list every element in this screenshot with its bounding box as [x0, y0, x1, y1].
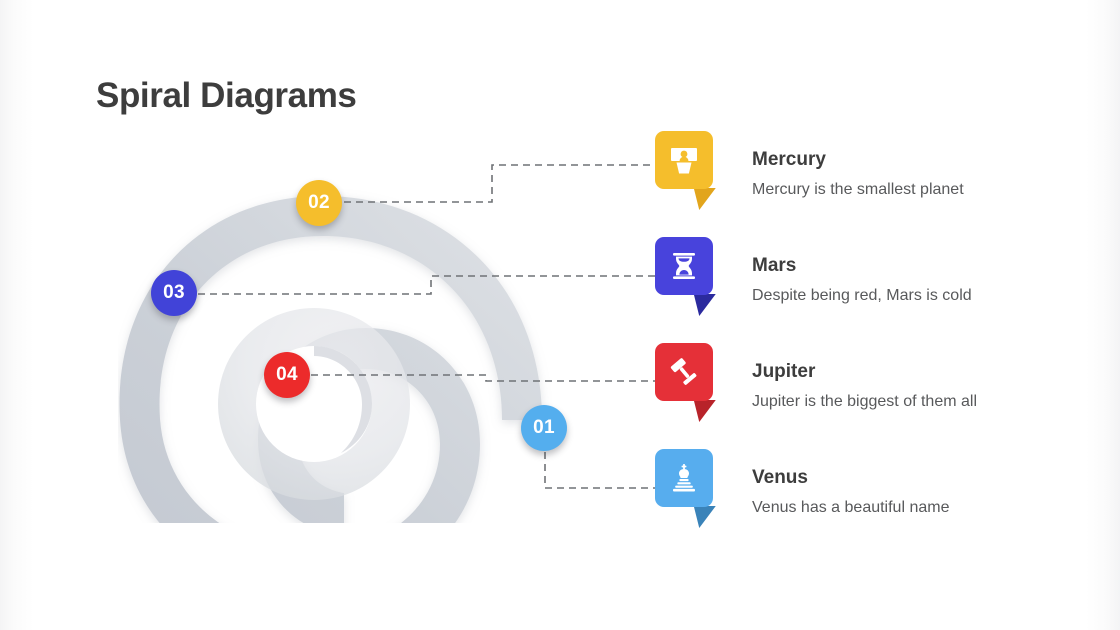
spiral-badge-01[interactable]: 01	[521, 405, 567, 451]
spiral-graphic	[118, 168, 568, 523]
spiral-badge-02-label: 02	[308, 192, 330, 213]
item-title-jupiter: Jupiter	[752, 361, 816, 382]
spiral-inner-curl	[218, 308, 410, 500]
item-desc-mercury: Mercury is the smallest planet	[752, 181, 964, 198]
item-desc-mars: Despite being red, Mars is cold	[752, 287, 972, 304]
mars-bubble-tail	[688, 294, 716, 316]
gavel-icon[interactable]	[655, 343, 713, 401]
list-item-venus[interactable]: Venus Venus has a beautiful name	[655, 449, 1075, 545]
page-title: Spiral Diagrams	[96, 76, 357, 115]
spiral-badge-03[interactable]: 03	[151, 270, 197, 316]
podium-icon[interactable]	[655, 131, 713, 189]
list-item-mercury[interactable]: Mercury Mercury is the smallest planet	[655, 131, 1075, 227]
item-desc-venus: Venus has a beautiful name	[752, 499, 950, 516]
item-title-mars: Mars	[752, 255, 797, 276]
chess-king-icon[interactable]	[655, 449, 713, 507]
mercury-bubble-tail	[688, 188, 716, 210]
spiral-badge-02[interactable]: 02	[296, 180, 342, 226]
spiral-badge-03-label: 03	[163, 282, 185, 303]
spiral-badge-01-label: 01	[533, 417, 555, 438]
jupiter-bubble-tail	[688, 400, 716, 422]
spiral-badge-04-label: 04	[276, 364, 298, 385]
list-item-jupiter[interactable]: Jupiter Jupiter is the biggest of them a…	[655, 343, 1075, 439]
hourglass-icon[interactable]	[655, 237, 713, 295]
item-title-venus: Venus	[752, 467, 808, 488]
item-title-mercury: Mercury	[752, 149, 826, 170]
list-item-mars[interactable]: Mars Despite being red, Mars is cold	[655, 237, 1075, 333]
spiral-badge-04[interactable]: 04	[264, 352, 310, 398]
item-desc-jupiter: Jupiter is the biggest of them all	[752, 393, 978, 410]
venus-bubble-tail	[688, 506, 716, 528]
